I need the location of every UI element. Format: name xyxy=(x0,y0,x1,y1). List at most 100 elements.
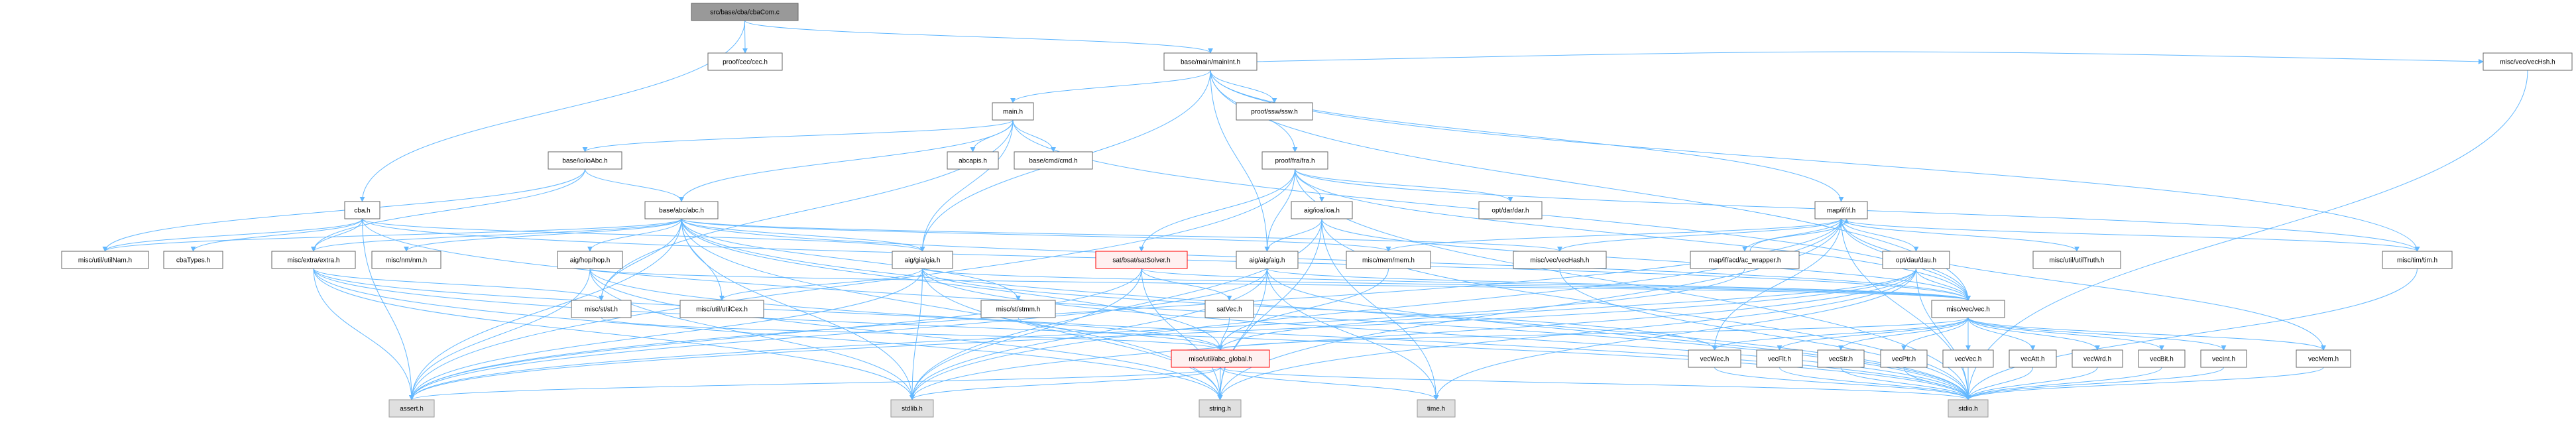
node-extra[interactable]: misc/extra/extra.h xyxy=(271,251,356,269)
node-box xyxy=(1478,201,1543,219)
edge-abc-to-utilNam xyxy=(102,218,682,252)
node-vecWrd[interactable]: vecWrd.h xyxy=(2072,349,2123,368)
node-string[interactable]: string.h xyxy=(1199,399,1242,418)
edge-hop-to-string xyxy=(589,268,1223,400)
edge-dau-to-vec xyxy=(1916,268,1971,301)
node-main[interactable]: main.h xyxy=(992,102,1034,121)
edge-vec-to-vecFlt xyxy=(1777,317,1969,351)
node-if[interactable]: map/if/if.h xyxy=(1814,201,1868,219)
node-cbaTypes[interactable]: cbaTypes.h xyxy=(163,251,223,269)
node-stdlib[interactable]: stdlib.h xyxy=(890,399,934,418)
edge-acw-to-assert xyxy=(409,268,1745,400)
node-box xyxy=(644,201,719,219)
edge-mainInt-to-if xyxy=(1210,70,1844,202)
edge-main-to-cmd xyxy=(1012,119,1056,152)
edge-if-to-tim xyxy=(1841,218,2420,252)
node-vecBit[interactable]: vecBit.h xyxy=(2138,349,2186,368)
node-stmm[interactable]: misc/st/stmm.h xyxy=(980,300,1056,318)
edge-abcGlobal-to-stdio xyxy=(1220,367,1971,400)
node-label: misc/extra/extra.h xyxy=(288,257,340,265)
node-fra[interactable]: proof/fra/fra.h xyxy=(1261,151,1328,170)
node-box xyxy=(1236,102,1313,121)
node-box xyxy=(1880,349,1928,368)
node-ssw[interactable]: proof/ssw/ssw.h xyxy=(1236,102,1313,121)
node-vec[interactable]: misc/vec/vec.h xyxy=(1931,300,2005,318)
node-cec[interactable]: proof/cec/cec.h xyxy=(707,52,783,71)
edge-abc-to-vec xyxy=(681,218,1971,301)
node-stdio[interactable]: stdio.h xyxy=(1948,399,1989,418)
node-utilCex[interactable]: misc/util/utilCex.h xyxy=(679,300,764,318)
node-abcGlobal[interactable]: misc/util/abc_global.h xyxy=(1171,349,1270,368)
edge-vecHsh-to-stdio xyxy=(1965,70,2528,400)
node-vecMem[interactable]: vecMem.h xyxy=(2296,349,2351,368)
edge-aig-to-time xyxy=(1267,268,1439,400)
node-label: vecMem.h xyxy=(2308,356,2339,363)
node-utilTruth[interactable]: misc/util/utilTruth.h xyxy=(2032,251,2121,269)
node-vecAtt[interactable]: vecAtt.h xyxy=(2009,349,2057,368)
node-box xyxy=(548,151,622,170)
edge-vecHash-to-stdio xyxy=(1559,268,1971,400)
node-assert[interactable]: assert.h xyxy=(388,399,435,418)
node-nm[interactable]: misc/nm/nm.h xyxy=(371,251,441,269)
node-satSolver[interactable]: sat/bsat/satSolver.h xyxy=(1095,251,1188,269)
edge-if-to-mem xyxy=(1385,218,1842,252)
edge-main-to-ioAbc xyxy=(582,119,1014,152)
node-gia[interactable]: aig/gia/gia.h xyxy=(892,251,953,269)
node-box xyxy=(1931,300,2005,318)
node-abc[interactable]: base/abc/abc.h xyxy=(644,201,719,219)
node-label: misc/mem/mem.h xyxy=(1362,257,1415,265)
node-time[interactable]: time.h xyxy=(1417,399,1456,418)
edge-ioa-to-string xyxy=(1217,218,1322,400)
node-st[interactable]: misc/st/st.h xyxy=(571,300,632,318)
node-box xyxy=(1199,399,1242,418)
node-box xyxy=(571,300,632,318)
edge-satSolver-to-assert xyxy=(409,268,1142,400)
node-abcapis[interactable]: abcapis.h xyxy=(947,151,999,170)
node-acw[interactable]: map/if/acd/ac_wrapper.h xyxy=(1690,251,1800,269)
node-mem[interactable]: misc/mem/mem.h xyxy=(1346,251,1431,269)
edge-vecBit-to-stdio xyxy=(1965,367,2162,400)
node-cba[interactable]: cba.h xyxy=(344,201,381,219)
node-mainInt[interactable]: base/main/mainInt.h xyxy=(1163,52,1258,71)
node-ioAbc[interactable]: base/io/ioAbc.h xyxy=(548,151,622,170)
node-hop[interactable]: aig/hop/hop.h xyxy=(557,251,623,269)
node-aig[interactable]: aig/aig/aig.h xyxy=(1236,251,1299,269)
edge-ioa-to-aig xyxy=(1264,218,1322,252)
edge-extra-to-stdlib xyxy=(313,268,915,400)
edge-fra-to-assert xyxy=(409,168,1295,400)
node-vecHsh[interactable]: misc/vec/vecHsh.h xyxy=(2483,52,2573,71)
node-dau[interactable]: opt/dau/dau.h xyxy=(1882,251,1950,269)
node-vecPtr[interactable]: vecPtr.h xyxy=(1880,349,1928,368)
node-tim[interactable]: misc/tim/tim.h xyxy=(2382,251,2453,269)
node-vecVec[interactable]: vecVec.h xyxy=(1942,349,1994,368)
node-dar[interactable]: opt/dar/dar.h xyxy=(1478,201,1543,219)
node-vecInt[interactable]: vecInt.h xyxy=(2200,349,2247,368)
node-cmd[interactable]: base/cmd/cmd.h xyxy=(1014,151,1093,170)
edge-abcGlobal-to-stdlib xyxy=(909,367,1221,400)
edge-vecMem-to-stdio xyxy=(1965,367,2324,400)
node-box xyxy=(557,251,623,269)
node-satVec[interactable]: satVec.h xyxy=(1204,300,1254,318)
node-vecStr[interactable]: vecStr.h xyxy=(1817,349,1865,368)
node-vecHash[interactable]: misc/vec/vecHash.h xyxy=(1513,251,1607,269)
node-cbaCom[interactable]: src/base/cba/cbaCom.c xyxy=(691,3,799,21)
edge-vecInt-to-stdio xyxy=(1965,367,2224,400)
node-vecWec[interactable]: vecWec.h xyxy=(1688,349,1741,368)
node-ioa[interactable]: aig/ioa/ioa.h xyxy=(1291,201,1353,219)
edge-hop-to-stdio xyxy=(589,268,1971,400)
node-box xyxy=(388,399,435,418)
edge-hop-to-stdlib xyxy=(589,268,915,400)
node-utilNam[interactable]: misc/util/utilNam.h xyxy=(61,251,149,269)
node-label: misc/util/utilCex.h xyxy=(696,306,748,314)
node-label: misc/vec/vecHsh.h xyxy=(2500,59,2555,66)
node-label: proof/cec/cec.h xyxy=(723,59,768,66)
edge-gia-to-vec xyxy=(922,268,1971,301)
node-box xyxy=(1882,251,1950,269)
node-box xyxy=(1942,349,1994,368)
edge-if-to-utilTruth xyxy=(1841,218,2079,252)
edge-cba-to-extra xyxy=(311,218,363,252)
node-vecFlt[interactable]: vecFlt.h xyxy=(1756,349,1803,368)
edge-vec-to-vecWec xyxy=(1712,317,1969,351)
edge-abcGlobal-to-time xyxy=(1220,367,1439,400)
node-label: string.h xyxy=(1209,406,1231,413)
